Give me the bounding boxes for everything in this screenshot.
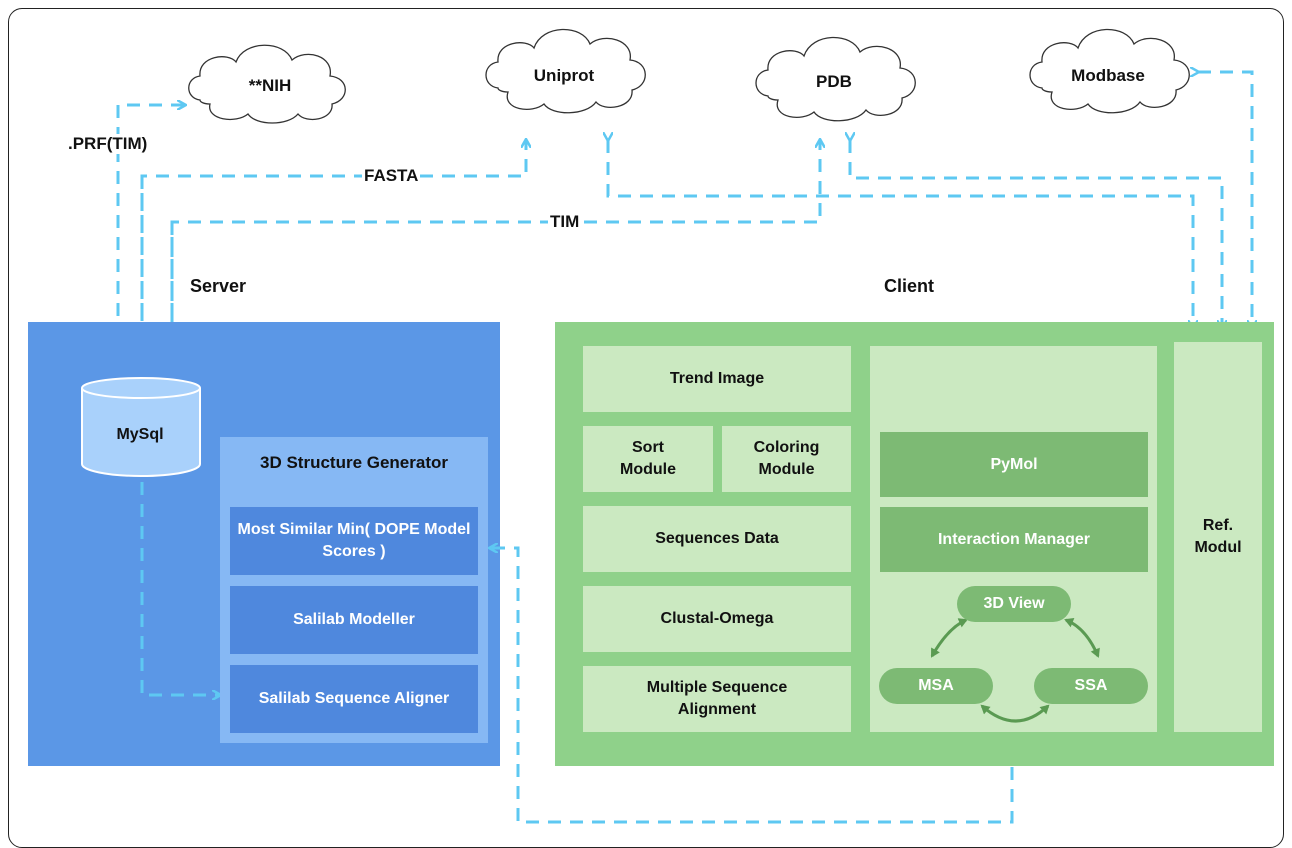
view-3d-node: 3D View <box>957 586 1071 622</box>
interaction-manager-box: Interaction Manager <box>880 507 1148 572</box>
server-title: Server <box>190 276 247 296</box>
salilab-aligner-box: Salilab Sequence Aligner <box>230 665 478 733</box>
msa-box: Multiple Sequence Alignment <box>583 666 851 732</box>
mysql-database-icon <box>81 377 201 477</box>
ref-module-box: Ref. Modul <box>1174 342 1262 732</box>
trend-image-box: Trend Image <box>583 346 851 412</box>
dope-score-box: Most Similar Min( DOPE Model Scores ) <box>230 507 478 575</box>
structure-generator-title: 3D Structure Generator <box>260 453 448 472</box>
uniprot-label: Uniprot <box>533 66 595 85</box>
clustal-omega-box: Clustal-Omega <box>583 586 851 652</box>
pymol-box: PyMol <box>880 432 1148 497</box>
msa-node: MSA <box>879 668 993 704</box>
ssa-node: SSA <box>1034 668 1148 704</box>
mysql-label: MySql <box>116 426 164 443</box>
coloring-module-box: Coloring Module <box>722 426 851 492</box>
nih-label: **NIH <box>248 76 292 95</box>
structure-generator-box: 3D Structure Generator Most Similar Min(… <box>220 437 488 743</box>
salilab-modeller-box: Salilab Modeller <box>230 586 478 654</box>
fasta-label: FASTA <box>362 166 421 186</box>
modbase-label: Modbase <box>1071 66 1145 85</box>
prf-label: .PRF(TIM) <box>68 134 148 154</box>
sort-module-box: Sort Module <box>583 426 713 492</box>
tim-label: TIM <box>548 212 582 232</box>
sequences-data-box: Sequences Data <box>583 506 851 572</box>
client-title: Client <box>884 276 935 296</box>
pdb-label: PDB <box>816 72 852 91</box>
